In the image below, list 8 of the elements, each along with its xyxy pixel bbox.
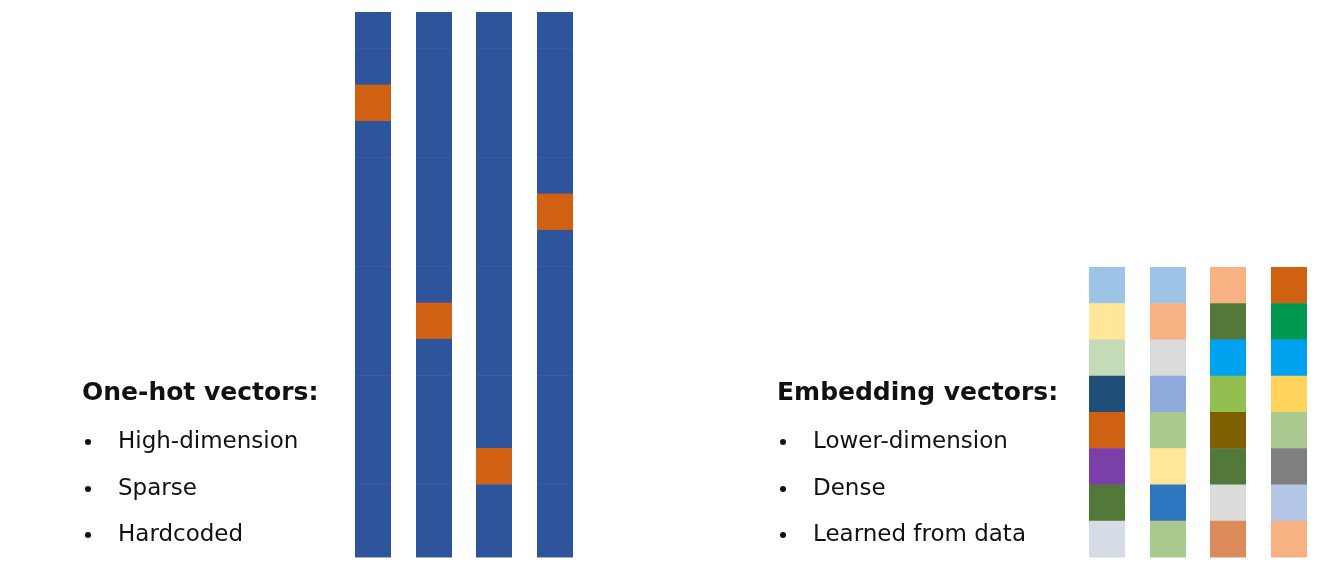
bullet-text: High-dimension [118,427,299,453]
bullet-text: Lower-dimension [813,427,1008,453]
bullet-text: Hardcoded [118,520,244,546]
section-heading: One-hot vectors: [82,377,319,406]
section-heading: Embedding vectors: [777,377,1059,406]
bullet-text: Sparse [118,474,197,500]
bullet-text: Dense [813,474,886,500]
bullet-text: Learned from data [813,520,1026,546]
